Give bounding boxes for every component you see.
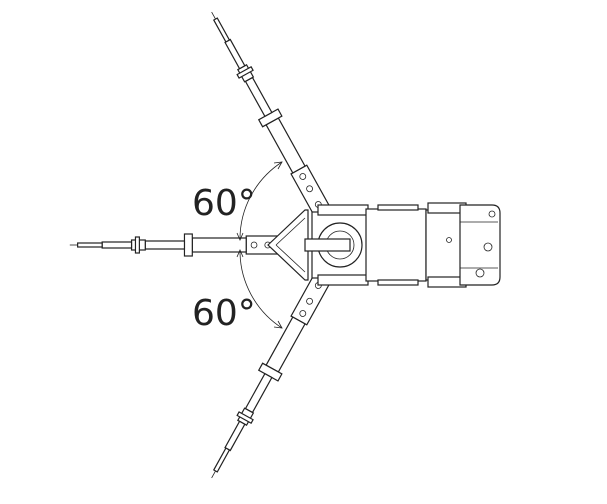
- upper-angle-arc: [239, 161, 283, 241]
- arrow-head: [236, 248, 244, 258]
- lower-angle-arc: [239, 249, 283, 329]
- lower-angle-label: 60°: [192, 293, 256, 334]
- upper-angle-label: 60°: [192, 183, 256, 224]
- arrow-head: [273, 320, 283, 329]
- chassis: [304, 202, 501, 288]
- arrow-head: [236, 232, 244, 242]
- v-blade: [267, 209, 309, 281]
- arrow-head: [273, 161, 283, 170]
